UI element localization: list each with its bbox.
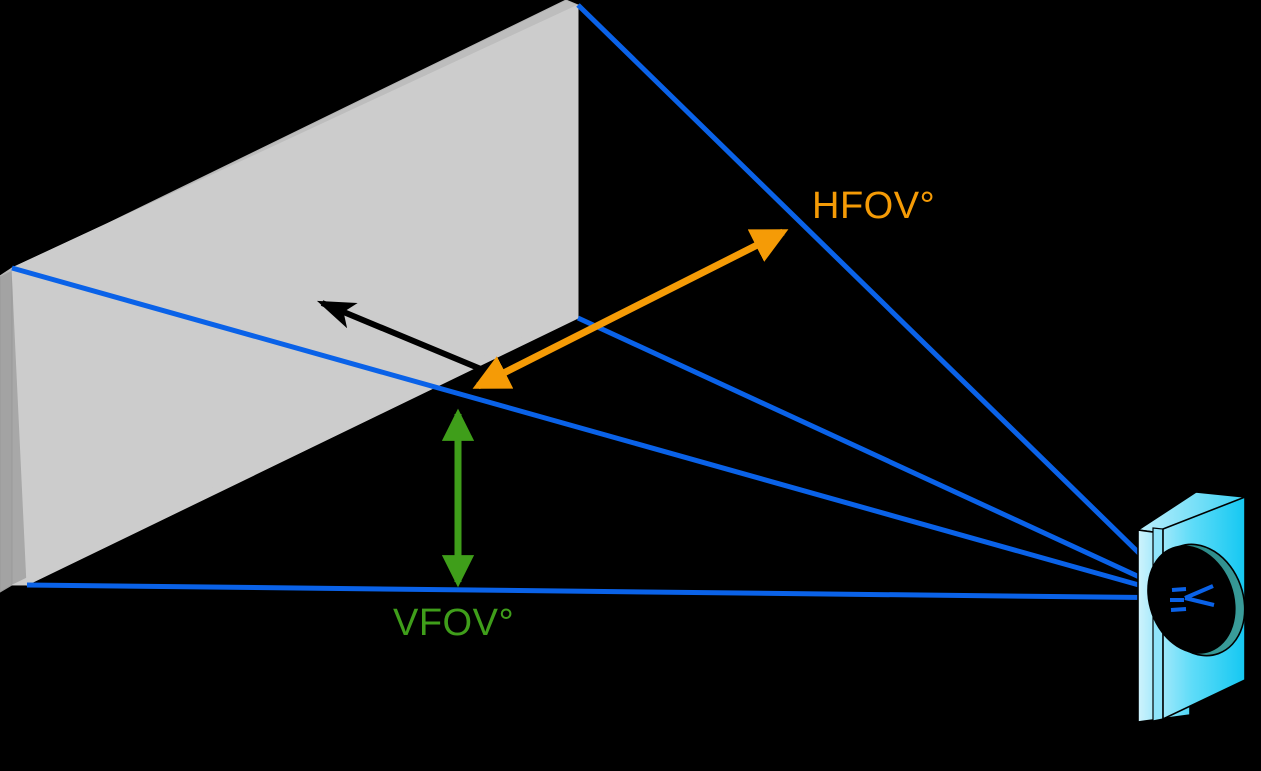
camera-device bbox=[1135, 491, 1248, 723]
screen-left-edge-outer bbox=[0, 267, 13, 593]
vfov-label: VFOV° bbox=[393, 602, 515, 644]
ray-top-right bbox=[576, 3, 1187, 600]
projection-screen bbox=[0, 0, 580, 593]
ray-top-left bbox=[11, 265, 1186, 601]
lens-ray-3 bbox=[1171, 587, 1187, 592]
lens-ray-1 bbox=[1184, 584, 1214, 600]
lens-ray-2 bbox=[1184, 596, 1215, 607]
ray-bottom-left bbox=[26, 582, 1186, 601]
lens-ray-5 bbox=[1170, 607, 1187, 612]
surface-normal-arrow bbox=[316, 300, 490, 375]
hfov-double-arrow bbox=[472, 228, 789, 390]
hfov-label: HFOV° bbox=[812, 185, 936, 227]
ray-bottom-right bbox=[576, 315, 1187, 601]
screen-face bbox=[11, 4, 579, 586]
lens-internal-rays bbox=[1170, 584, 1215, 612]
